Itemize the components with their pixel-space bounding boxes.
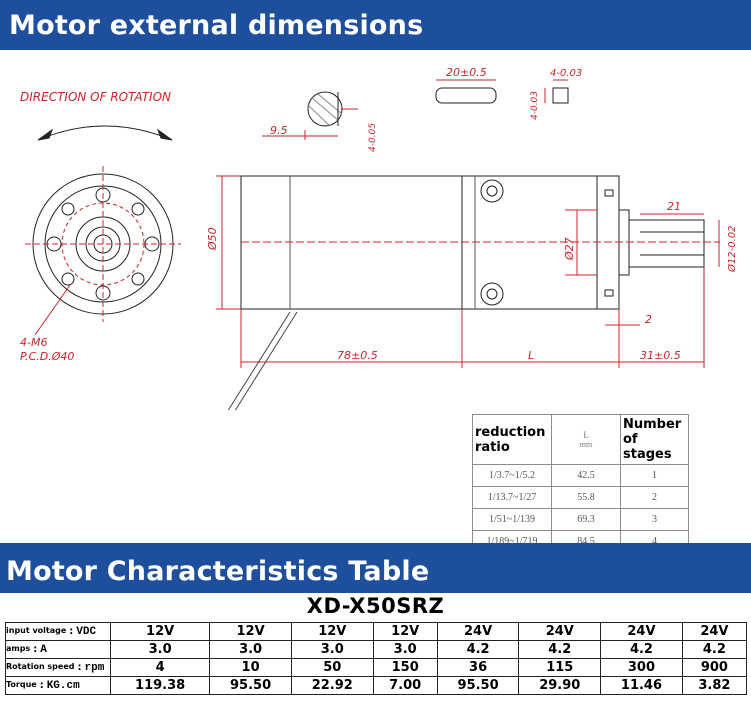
- l-header: L mm: [551, 414, 621, 465]
- table-header-row: reduction ratio L mm Number of stages: [472, 414, 689, 465]
- value-cell: 4: [109, 658, 211, 677]
- row-label-separator: :: [39, 679, 44, 691]
- row-unit: KG.cm: [46, 679, 80, 692]
- shaft-length-dim: 31±0.5: [640, 349, 681, 362]
- pcd-label: P.C.D.Ø40: [20, 350, 74, 363]
- row-label: input voltage:VDC: [5, 622, 111, 641]
- ratio-cell: 1/3.7~1/5.2: [472, 464, 552, 487]
- l-unit: mm: [579, 440, 593, 449]
- gearbox-length-dim: L: [528, 349, 534, 362]
- table-row: 1/13.7~1/27 55.8 2: [472, 486, 689, 509]
- shaft-diameter-dim: Ø12-0.02: [726, 226, 738, 273]
- value-cell: 36: [436, 658, 520, 677]
- stages-cell: 2: [620, 486, 689, 509]
- value-cell: 3.0: [290, 640, 374, 659]
- value-cell: 12V: [372, 622, 438, 641]
- value-cell: 12V: [209, 622, 292, 641]
- ratio-cell: 1/13.7~1/27: [472, 486, 552, 509]
- value-cell: 3.0: [372, 640, 438, 659]
- value-cell: 24V: [681, 622, 748, 641]
- motor-front-view: [25, 166, 181, 336]
- row-label-name: Torque: [6, 680, 37, 689]
- row-label-name: Rotation speed: [6, 662, 75, 671]
- value-cell: 29.90: [518, 676, 602, 695]
- row-label: amps:A: [5, 640, 111, 659]
- table-row: 1/51~1/139 69.3 3: [472, 508, 689, 531]
- value-cell: 11.46: [600, 676, 683, 695]
- value-cell: 7.00: [372, 676, 438, 695]
- value-cell: 4.2: [436, 640, 520, 659]
- stages-cell: 3: [620, 508, 689, 531]
- key-height-dim: 4-0.03: [530, 91, 540, 120]
- boss-diameter-dim: Ø27: [563, 237, 576, 261]
- key-top-view: [435, 87, 497, 104]
- key-length-dim: 20±0.5: [446, 66, 487, 79]
- value-cell: 95.50: [436, 676, 520, 695]
- characteristics-section-header: Motor Characteristics Table: [0, 545, 751, 593]
- length-cell: 69.3: [551, 508, 621, 531]
- rotation-arrow-icon: [37, 125, 173, 141]
- value-cell: 24V: [518, 622, 602, 641]
- flange-holes-label: 4-M6: [20, 336, 47, 349]
- shaft-small-dim: 4-0.05: [368, 123, 378, 152]
- value-cell: 115: [518, 658, 602, 677]
- value-cell: 22.92: [290, 676, 374, 695]
- row-unit: A: [40, 643, 47, 656]
- model-title: XD-X50SRZ: [306, 594, 445, 618]
- length-cell: 55.8: [551, 486, 621, 509]
- value-cell: 150: [372, 658, 438, 677]
- reduction-ratio-header: reduction ratio: [472, 414, 552, 465]
- row-label-separator: :: [77, 661, 82, 673]
- value-cell: 50: [290, 658, 374, 677]
- value-cell: 900: [681, 658, 748, 677]
- row-label-separator: :: [69, 625, 74, 637]
- ratio-cell: 1/51~1/139: [472, 508, 552, 531]
- row-label-separator: :: [33, 643, 38, 655]
- stages-header: Number of stages: [620, 414, 689, 465]
- motor-side-view: [216, 175, 720, 410]
- shaft-section-view: [262, 91, 358, 140]
- value-cell: 4.2: [518, 640, 602, 659]
- key-width-dim: 4-0.03: [550, 68, 582, 79]
- row-label: Torque:KG.cm: [5, 676, 111, 695]
- value-cell: 3.0: [209, 640, 292, 659]
- shaft-key-length-dim: 21: [667, 200, 681, 213]
- value-cell: 12V: [109, 622, 211, 641]
- row-unit: VDC: [76, 625, 97, 638]
- key-side-view: [552, 87, 569, 104]
- table-row: 1/3.7~1/5.2 42.5 1: [472, 464, 689, 487]
- length-cell: 42.5: [551, 464, 621, 487]
- value-cell: 4.2: [600, 640, 683, 659]
- stages-cell: 1: [620, 464, 689, 487]
- section-divider: [0, 543, 751, 545]
- row-label-name: input voltage: [6, 626, 67, 635]
- value-cell: 300: [600, 658, 683, 677]
- reduction-ratio-table: reduction ratio L mm Number of stages 1/…: [472, 414, 689, 553]
- shoulder-dim: 2: [645, 313, 652, 326]
- value-cell: 3.82: [681, 676, 748, 695]
- row-label-name: amps: [6, 644, 31, 653]
- body-diameter-dim: Ø50: [206, 227, 219, 251]
- value-cell: 24V: [600, 622, 683, 641]
- value-cell: 3.0: [109, 640, 211, 659]
- value-cell: 119.38: [109, 676, 211, 695]
- value-cell: 4.2: [681, 640, 748, 659]
- shaft-flat-dim: 9.5: [270, 124, 288, 137]
- value-cell: 24V: [436, 622, 520, 641]
- direction-of-rotation-label: DIRECTION OF ROTATION: [20, 90, 171, 104]
- value-cell: 95.50: [209, 676, 292, 695]
- dimensions-section-header: Motor external dimensions: [0, 0, 751, 50]
- motor-technical-drawing: DIRECTION OF ROTATION 20±0.5 4-0.03 4-0.…: [20, 66, 738, 410]
- value-cell: 10: [209, 658, 292, 677]
- value-cell: 12V: [290, 622, 374, 641]
- row-label: Rotation speed:rpm: [5, 658, 111, 677]
- body-length-dim: 78±0.5: [337, 349, 378, 362]
- row-unit: rpm: [84, 661, 105, 674]
